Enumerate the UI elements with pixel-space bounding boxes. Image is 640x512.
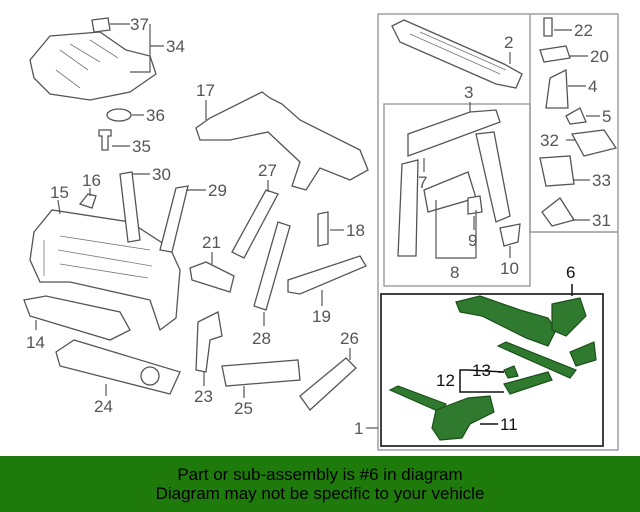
callout-33: 33: [592, 171, 611, 190]
part-29-strap: [159, 185, 189, 253]
part-32-block: [570, 129, 618, 157]
part-26-panel: [299, 357, 357, 411]
part-23-bracket: [195, 311, 223, 373]
part-22-strip: [543, 17, 553, 37]
callout-16: 16: [82, 171, 101, 190]
part-10-clip: [499, 223, 521, 247]
callout-9: 9: [468, 231, 477, 250]
part-5-clip: [565, 107, 587, 125]
callout-4: 4: [588, 77, 597, 96]
callout-8: 8: [450, 263, 459, 282]
callout-17: 17: [196, 81, 215, 100]
callout-26: 26: [340, 329, 359, 348]
part-9-bushing: [467, 195, 483, 215]
part-15-shroud: [29, 209, 181, 332]
callout-27: 27: [258, 161, 277, 180]
part-6-mount: [551, 297, 587, 337]
part-4-bracket: [545, 68, 569, 109]
callout-11: 11: [500, 415, 518, 434]
callout-23: 23: [194, 387, 213, 406]
part-11-bracket: [431, 395, 495, 441]
part-18-plate: [317, 211, 329, 247]
callout-1: 1: [354, 419, 363, 438]
parts-diagram: 37 34 36 35 16 15 30 29 14 24 17 27 21 1…: [23, 13, 619, 451]
part-16-bracket: [78, 193, 97, 209]
part-6-strip-1: [496, 341, 577, 379]
part-6-rail-upper: [455, 295, 557, 347]
info-banner: Part or sub-assembly is #6 in diagram Di…: [0, 456, 640, 512]
part-24-floor-panel: [55, 339, 181, 395]
part-12-bar: [503, 371, 553, 395]
highlight-box-6: [380, 293, 604, 447]
part-35-bolt: [98, 129, 112, 151]
callout-25: 25: [234, 399, 253, 418]
callout-7: 7: [418, 173, 427, 192]
callout-29: 29: [208, 181, 227, 200]
callout-22: 22: [574, 21, 593, 40]
callout-21: 21: [202, 233, 221, 252]
callout-31: 31: [592, 211, 611, 230]
part-20-pad: [539, 45, 571, 63]
callout-2: 2: [504, 33, 513, 52]
callout-10: 10: [500, 259, 519, 278]
callout-13: 13: [472, 361, 491, 380]
part-36-ring: [106, 108, 132, 122]
part-3-right-leg: [475, 131, 511, 223]
part-6-tab: [569, 341, 597, 367]
part-27-bar: [231, 189, 279, 259]
callout-3: 3: [464, 83, 473, 102]
part-34-skid-plate: [29, 31, 157, 101]
part-31-plate: [541, 197, 576, 227]
part-13-insert: [503, 365, 519, 379]
banner-line-2: Diagram may not be specific to your vehi…: [155, 484, 485, 503]
callout-18: 18: [346, 221, 365, 240]
part-2-support: [391, 19, 523, 89]
callout-35: 35: [132, 137, 151, 156]
callout-12: 12: [436, 371, 455, 390]
part-28-bar: [253, 221, 291, 311]
part-17-crossmember: [195, 91, 369, 191]
part-14-lower-panel: [23, 295, 131, 341]
callout-14: 14: [26, 333, 45, 352]
part-6-strip-2: [388, 385, 447, 413]
part-3-left-leg: [397, 159, 419, 257]
box-right-column: [529, 14, 618, 233]
callout-5: 5: [602, 107, 611, 126]
callout-19: 19: [312, 307, 331, 326]
callout-34: 34: [166, 37, 185, 56]
callout-24: 24: [94, 397, 113, 416]
part-21-block: [189, 261, 235, 293]
part-33-mount: [539, 155, 575, 187]
callout-6: 6: [566, 263, 575, 282]
banner-line-1: Part or sub-assembly is #6 in diagram: [177, 465, 463, 484]
callout-28: 28: [252, 329, 271, 348]
part-25-block: [221, 359, 301, 387]
callout-30: 30: [152, 165, 171, 184]
part-30-strap: [119, 171, 141, 243]
part-37-pad: [91, 17, 111, 33]
callout-32: 32: [540, 131, 559, 150]
callout-36: 36: [146, 106, 165, 125]
callout-15: 15: [50, 183, 69, 202]
callout-37: 37: [130, 15, 149, 34]
part-19-rail: [287, 255, 367, 295]
callout-20: 20: [590, 47, 609, 66]
